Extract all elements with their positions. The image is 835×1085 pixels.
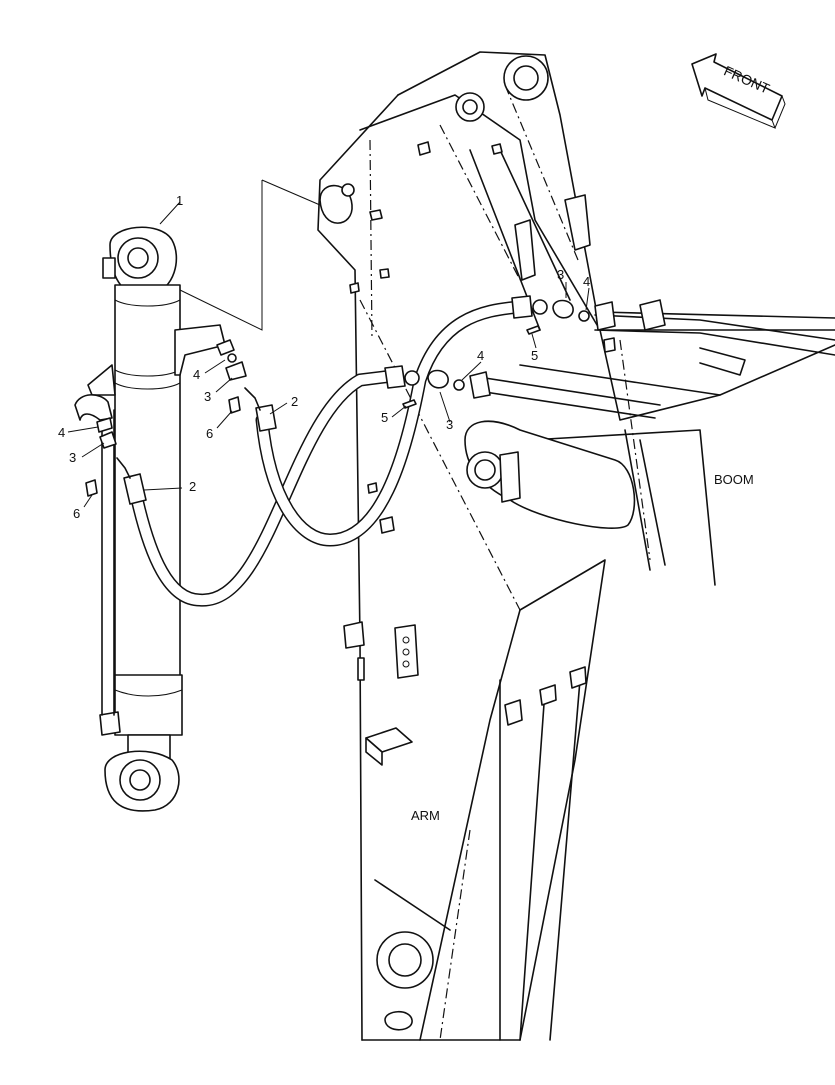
callout-3-arm: 3 bbox=[446, 417, 453, 432]
callout-1: 1 bbox=[176, 193, 183, 208]
callout-5-boom: 5 bbox=[531, 348, 538, 363]
callout-4-cyl-lower: 4 bbox=[58, 425, 65, 440]
arm-structure: ARM bbox=[317, 51, 636, 1041]
callout-5-arm: 5 bbox=[381, 410, 388, 425]
hydraulic-cylinder bbox=[74, 226, 226, 812]
callout-6-upper: 6 bbox=[206, 426, 213, 441]
callout-4-cyl-upper: 4 bbox=[193, 367, 200, 382]
fittings bbox=[85, 299, 616, 497]
callout-2-upper: 2 bbox=[291, 394, 298, 409]
callout-4-boom: 4 bbox=[583, 274, 590, 289]
callout-3-boom: 3 bbox=[557, 267, 564, 282]
arm-label: ARM bbox=[411, 808, 440, 823]
boom-structure: BOOM bbox=[484, 299, 835, 586]
callout-3-cyl-upper: 3 bbox=[204, 389, 211, 404]
boom-label: BOOM bbox=[714, 472, 754, 487]
leader-lines bbox=[67, 179, 590, 508]
callout-numbers: 1 2 2 3 3 3 3 4 4 4 4 5 5 6 6 bbox=[58, 193, 590, 521]
callout-6-lower: 6 bbox=[73, 506, 80, 521]
callout-4-arm: 4 bbox=[477, 348, 484, 363]
callout-3-cyl-lower: 3 bbox=[69, 450, 76, 465]
hose-assembly bbox=[116, 295, 533, 607]
front-direction-arrow: FRONT bbox=[691, 53, 786, 129]
callout-2-lower: 2 bbox=[189, 479, 196, 494]
